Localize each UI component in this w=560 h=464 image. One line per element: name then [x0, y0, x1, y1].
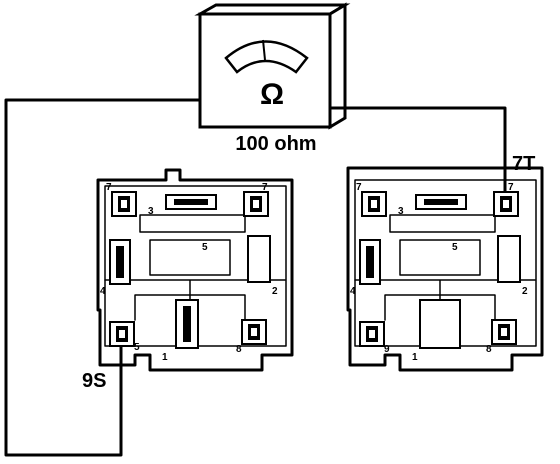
pin-contact: [424, 199, 458, 205]
pin-number-3: 3: [148, 206, 154, 217]
pin-slot: [503, 200, 509, 208]
pin-slot: [119, 330, 125, 338]
pin-number-9: 5: [134, 342, 140, 353]
pin-number-top-right: 7: [508, 182, 514, 193]
socket-housing: [346, 166, 544, 372]
pin-slot: [371, 200, 377, 208]
pin-slot: [253, 200, 259, 208]
pin-number-8: 8: [486, 344, 492, 355]
relay-socket-left: 7 3 7 5 4 2 1 8 5: [96, 168, 294, 372]
pin-slot: [501, 328, 507, 336]
terminal-label-7t: 7T: [512, 153, 535, 175]
test-lead-left: [4, 98, 202, 457]
pin-contact: [183, 306, 191, 342]
ohm-symbol: Ω: [260, 78, 284, 111]
pin-slot: [251, 328, 257, 336]
relay-socket-right: 7 3 7 5 4 2 1 8 9: [346, 166, 544, 372]
pin-number-8: 8: [236, 344, 242, 355]
pin-contact: [174, 199, 208, 205]
pin-number-5: 5: [452, 242, 458, 253]
pin-number-9: 9: [384, 344, 390, 355]
pin-number-2: 2: [522, 286, 528, 297]
pin-number-top-right: 7: [262, 182, 268, 193]
socket-housing: [96, 168, 294, 372]
pin-slot: [121, 200, 127, 208]
pin-socket: [419, 299, 461, 349]
socket-channels: [354, 214, 536, 321]
pin-number-3: 3: [398, 206, 404, 217]
pin-number-7: 7: [356, 182, 362, 193]
pin-socket: [497, 235, 521, 283]
pin-number-1: 1: [162, 352, 168, 363]
pin-number-2: 2: [272, 286, 278, 297]
pin-contact: [116, 246, 124, 278]
pin-number-1: 1: [412, 352, 418, 363]
socket-inner-outline: [354, 179, 537, 347]
ohmmeter-needle: [262, 39, 266, 61]
ohmmeter-front-face: [198, 12, 332, 129]
pin-socket: [247, 235, 271, 283]
ohmmeter: Ω: [194, 2, 351, 130]
pin-number-4: 4: [100, 286, 106, 297]
socket-channels: [104, 214, 286, 321]
pin-number-7: 7: [106, 182, 112, 193]
pin-number-4: 4: [350, 286, 356, 297]
socket-inner-outline: [104, 185, 287, 347]
pin-contact: [366, 246, 374, 278]
pin-number-5: 5: [202, 242, 208, 253]
terminal-label-9s: 9S: [82, 370, 106, 392]
pin-slot: [369, 330, 375, 338]
ohmmeter-scale-window: [224, 40, 309, 74]
meter-reading-label: 100 ohm: [235, 133, 316, 155]
